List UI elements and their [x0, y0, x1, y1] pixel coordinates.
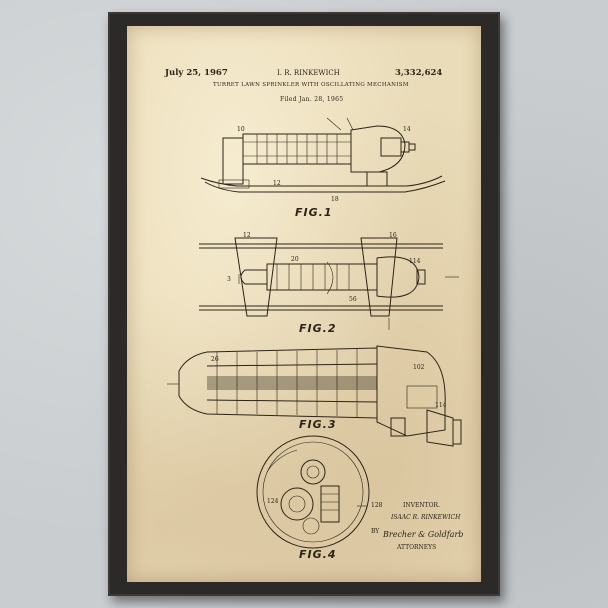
fig2-drawing — [199, 237, 459, 330]
patent-number: 3,332,624 — [395, 68, 443, 78]
by-label: BY — [371, 528, 380, 535]
fig2-ref-114: 114 — [409, 258, 421, 265]
fig1-label: FIG.1 — [295, 206, 333, 219]
patent-inventor-name: I. R. RINKEWICH — [277, 69, 340, 77]
fig2-ref-3: 3 — [227, 276, 231, 283]
inventor-heading: INVENTOR. — [403, 502, 440, 509]
fig2-label: FIG.2 — [299, 322, 337, 335]
fig4-label: FIG.4 — [299, 548, 337, 561]
fig2-ref-16: 16 — [389, 232, 397, 239]
inventor-name: ISAAC R. RINKEWICH — [391, 514, 461, 521]
fig4-ref-128: 128 — [371, 502, 383, 509]
fig4-ref-124: 124 — [267, 498, 279, 505]
fig2-ref-12: 12 — [243, 232, 251, 239]
patent-print: July 25, 1967 I. R. RINKEWICH 3,332,624 … — [127, 26, 481, 582]
fig3-label: FIG.3 — [299, 418, 337, 431]
attorneys-label: ATTORNEYS — [397, 544, 437, 551]
fig1-ref-12: 12 — [273, 180, 281, 187]
fig4-drawing — [256, 435, 370, 549]
patent-date: July 25, 1967 — [165, 68, 228, 78]
fig1-ref-14: 14 — [403, 126, 411, 133]
fig2-ref-20: 20 — [291, 256, 299, 263]
fig1-drawing — [200, 117, 446, 193]
fig3-drawing — [167, 345, 462, 447]
patent-filed: Filed Jan. 28, 1965 — [280, 96, 344, 103]
fig3-ref-114: 114 — [435, 402, 447, 409]
fig1-ref-18: 18 — [331, 196, 339, 203]
fig1-ref-10: 10 — [237, 126, 245, 133]
patent-title: TURRET LAWN SPRINKLER WITH OSCILLATING M… — [213, 82, 409, 88]
fig2-ref-56: 56 — [349, 296, 357, 303]
fig3-ref-26: 26 — [211, 356, 219, 363]
attorney-signature: Brecher & Goldfarb — [383, 530, 464, 539]
picture-frame: July 25, 1967 I. R. RINKEWICH 3,332,624 … — [108, 12, 500, 596]
fig3-ref-102: 102 — [413, 364, 425, 371]
